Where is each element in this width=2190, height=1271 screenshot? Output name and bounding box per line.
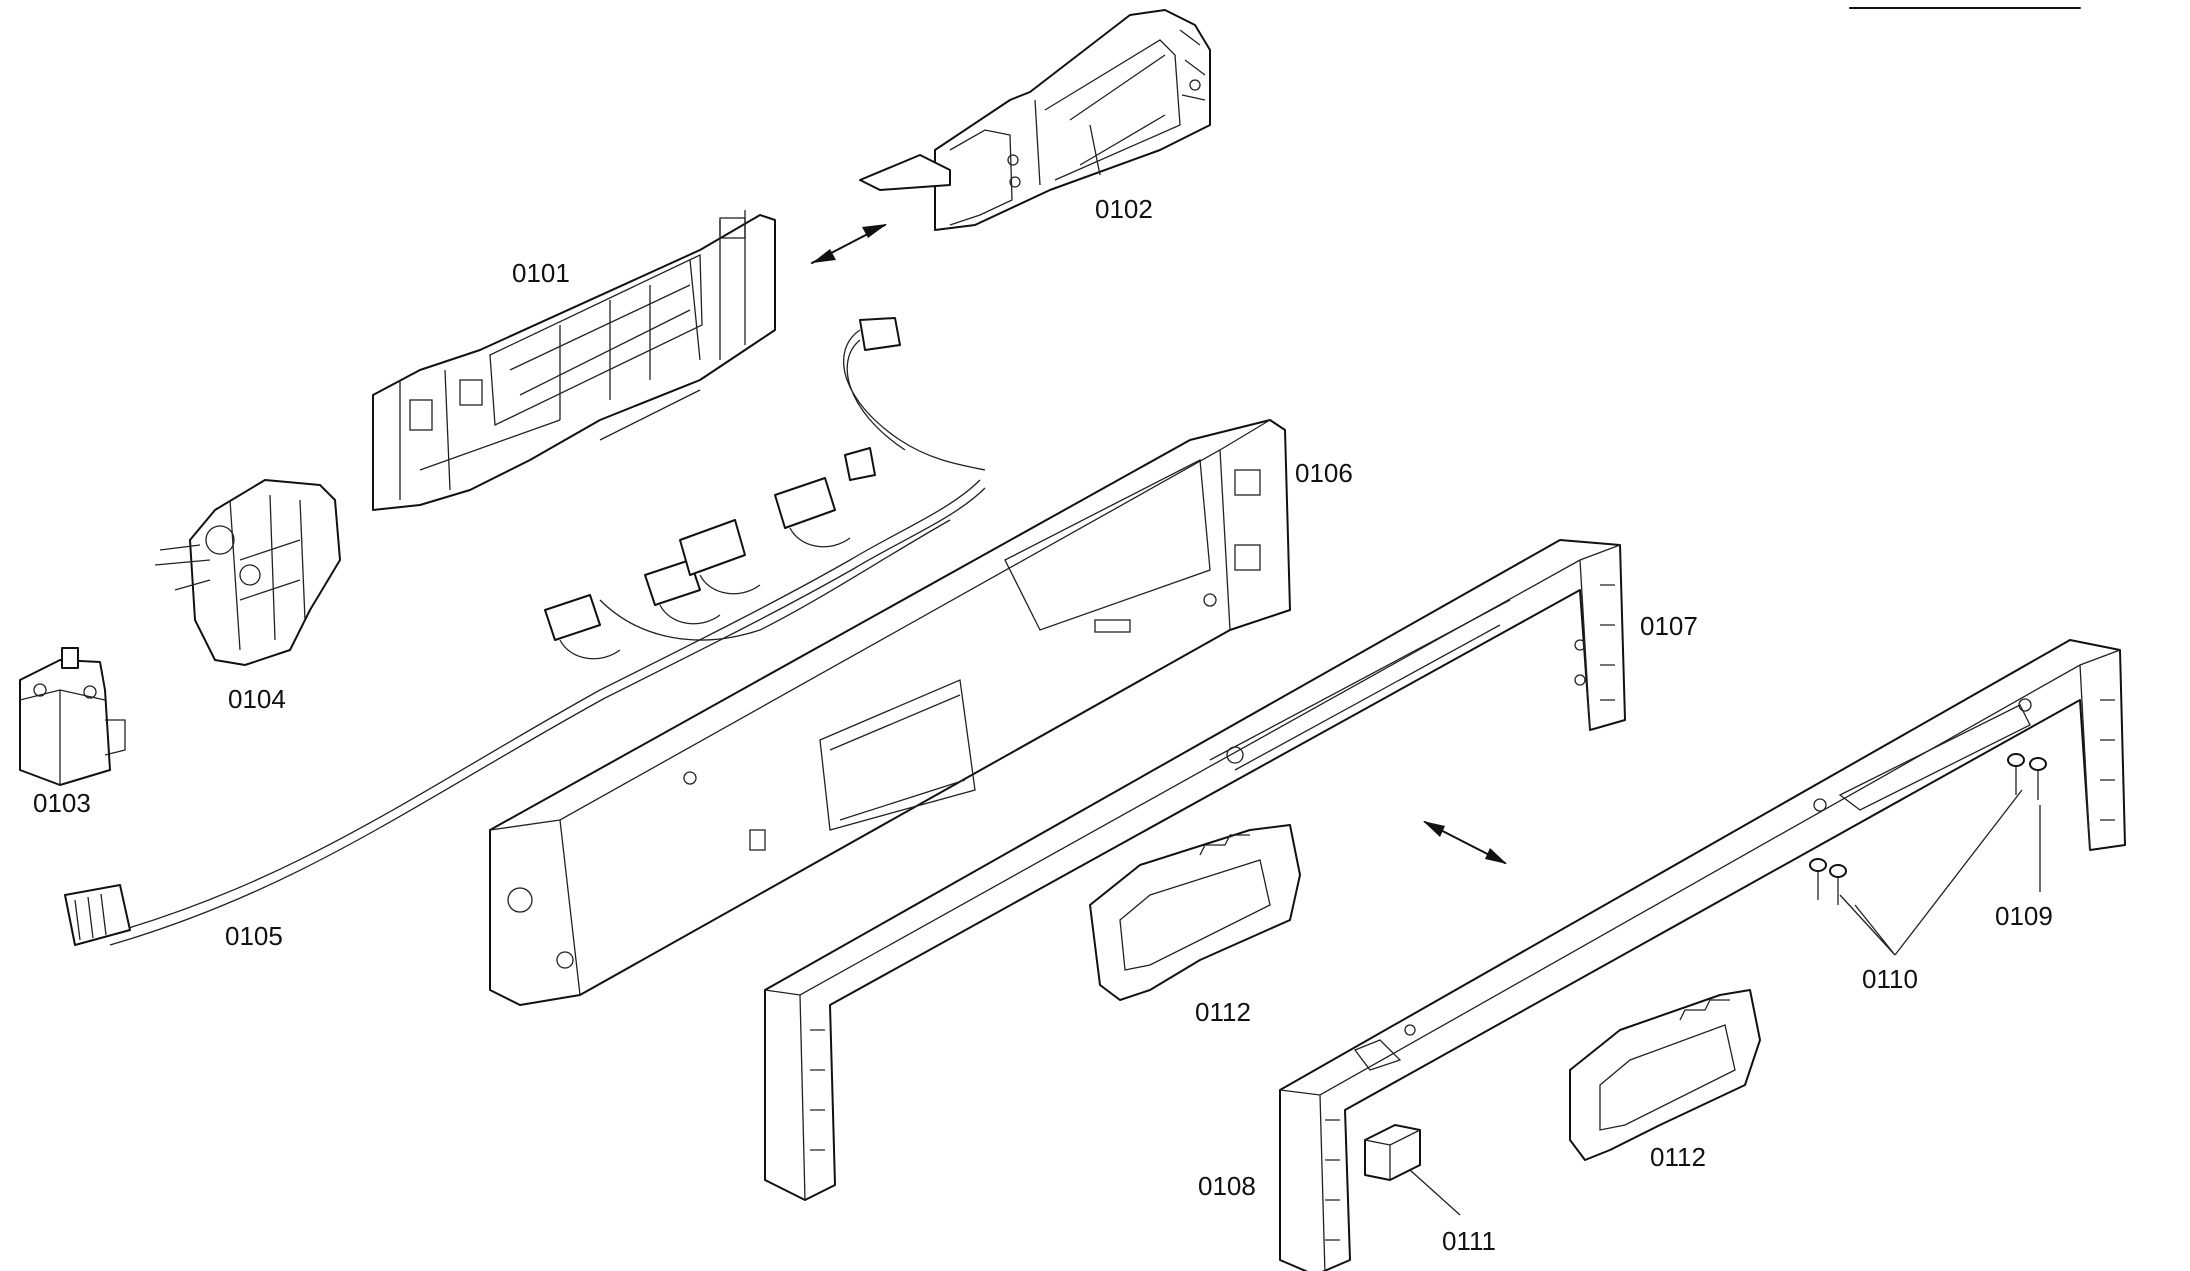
part-0112a-handle-insert [1089, 824, 1301, 1001]
label-0101: 0101 [512, 258, 570, 288]
arrow-0107-0108 [1423, 821, 1507, 864]
parts-0109-0110-screws [1809, 753, 2047, 905]
part-0112b-handle-insert [1569, 989, 1761, 1161]
leader-lines [1409, 789, 2041, 1216]
label-0109: 0109 [1995, 901, 2053, 931]
label-0112-lower: 0112 [1650, 1142, 1706, 1172]
part-0101-control-module [372, 210, 776, 511]
label-0104: 0104 [228, 684, 286, 714]
part-0105-cable-harness [64, 317, 986, 946]
part-0108-front-panel [1279, 639, 2126, 1271]
label-0112-upper: 0112 [1195, 997, 1251, 1027]
label-0108: 0108 [1198, 1171, 1256, 1201]
part-0111-small-block [1364, 1124, 1421, 1181]
label-0106: 0106 [1295, 458, 1353, 488]
arrow-0101-0102 [811, 224, 887, 264]
label-0111: 0111 [1442, 1226, 1496, 1256]
label-0110: 0110 [1862, 964, 1918, 994]
label-0105: 0105 [225, 921, 283, 951]
label-0102: 0102 [1095, 194, 1153, 224]
part-0104-door-switch [154, 479, 341, 666]
part-0106-control-panel-frame [489, 419, 1291, 1006]
part-0103-small-switch [19, 647, 126, 786]
part-0107-panel-strip [764, 539, 1626, 1201]
label-0107: 0107 [1640, 611, 1698, 641]
part-0102-display-module [859, 9, 1211, 231]
label-0103: 0103 [33, 788, 91, 818]
